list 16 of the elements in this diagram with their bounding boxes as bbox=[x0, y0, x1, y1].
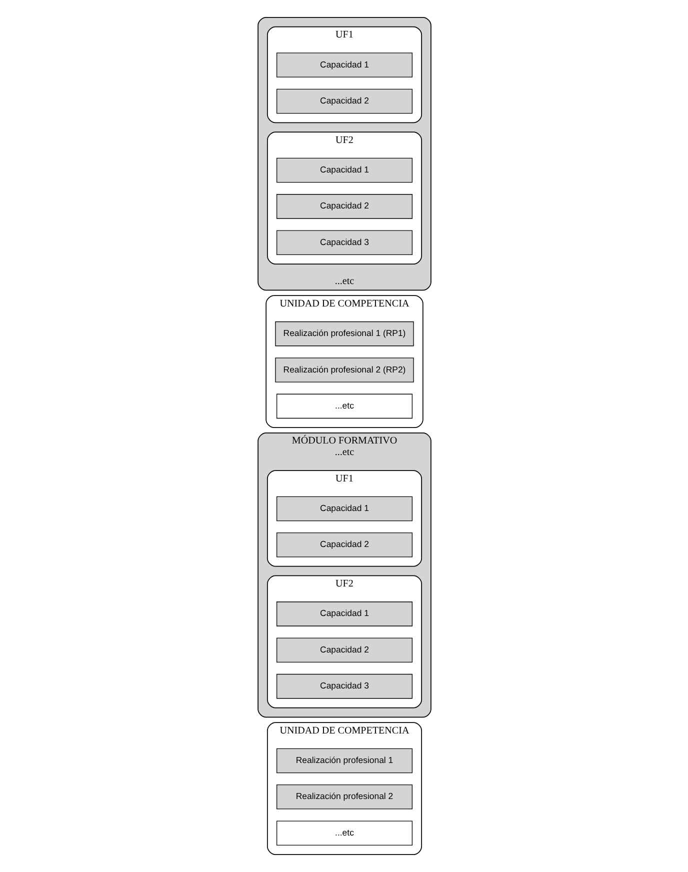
node-box: Realización profesional 1 bbox=[276, 748, 412, 774]
node-box: Realización profesional 2 bbox=[276, 784, 412, 810]
node-box: ...etc bbox=[276, 820, 412, 846]
node-box: ...etc bbox=[276, 394, 412, 419]
node-box: Capacidad 1 bbox=[276, 602, 412, 626]
node-box: Capacidad 1 bbox=[276, 52, 412, 78]
node-box: Capacidad 1 bbox=[276, 158, 412, 183]
node-box: Capacidad 2 bbox=[276, 88, 412, 114]
node-box: Capacidad 2 bbox=[276, 194, 412, 219]
node-box: Realización profesional 2 (RP2) bbox=[274, 358, 414, 382]
node-box: Capacidad 2 bbox=[276, 532, 412, 558]
node-box: Realización profesional 1 (RP1) bbox=[274, 321, 414, 346]
node-box: Capacidad 2 bbox=[276, 638, 412, 663]
node-box: Capacidad 3 bbox=[276, 674, 412, 699]
node-box: Capacidad 1 bbox=[276, 496, 412, 522]
node-box: Capacidad 3 bbox=[276, 230, 412, 256]
